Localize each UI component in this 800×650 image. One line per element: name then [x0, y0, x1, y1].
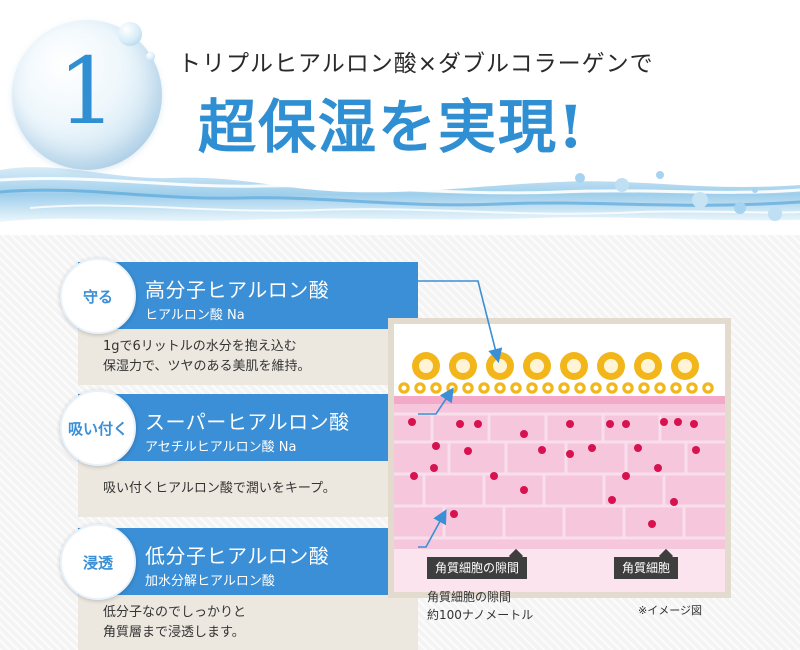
number-bubble: 1 [12, 20, 162, 170]
droplet-decoration [118, 22, 142, 46]
low-molecule-dots [408, 418, 700, 528]
feature-description-line: 1gで6リットルの水分を抱え込む [103, 339, 297, 354]
feature-subtitle: 加水分解ヒアルロン酸 [145, 574, 275, 589]
large-molecule-row [412, 352, 699, 380]
feature-description-line: 低分子なのでしっかりと [103, 605, 247, 620]
section-number: 1 [57, 38, 117, 145]
feature-badge-label: 守る [82, 287, 113, 306]
droplet-decoration [146, 52, 155, 61]
header: 1 トリプルヒアルロン酸×ダブルコラーゲンで 超保湿を実現! [0, 0, 800, 235]
header-subtitle: トリプルヒアルロン酸×ダブルコラーゲンで [178, 51, 654, 77]
gap-note-line: 角質細胞の隙間 [427, 590, 512, 604]
header-headline: 超保湿を実現! [198, 93, 586, 161]
feature-description: 1gで6リットルの水分を抱え込む 保湿力で、ツヤのある美肌を維持。 [78, 329, 418, 385]
gap-label: 角質細胞の隙間 [427, 557, 528, 579]
feature-badge-label: 浸透 [82, 553, 113, 572]
skin-layer-illustration [394, 324, 725, 592]
gap-size-note: 角質細胞の隙間 約100ナノメートル [427, 588, 533, 624]
feature-description-line: 保湿力で、ツヤのある美肌を維持。 [103, 359, 311, 374]
feature-subtitle: ヒアルロン酸 Na [145, 308, 245, 323]
feature-title: スーパーヒアルロン酸 [145, 410, 350, 434]
image-disclaimer: ※イメージ図 [638, 604, 702, 617]
feature-subtitle: アセチルヒアルロン酸 Na [145, 440, 297, 455]
feature-badge: 吸い付く [60, 390, 136, 466]
skin-layer-diagram [388, 318, 731, 598]
water-splash-illustration [0, 167, 800, 222]
feature-badge: 守る [60, 258, 136, 334]
gap-note-line: 約100ナノメートル [427, 608, 534, 622]
feature-description-line: 吸い付くヒアルロン酸で潤いをキープ。 [103, 481, 336, 496]
feature-description: 低分子なのでしっかりと 角質層まで浸透します。 [78, 595, 418, 650]
feature-description-line: 角質層まで浸透します。 [103, 625, 245, 640]
feature-badge: 浸透 [60, 524, 136, 600]
cell-label: 角質細胞 [614, 557, 679, 579]
feature-title: 低分子ヒアルロン酸 [145, 544, 330, 568]
feature-description: 吸い付くヒアルロン酸で潤いをキープ。 [78, 461, 418, 517]
feature-badge-label: 吸い付く [67, 419, 128, 438]
feature-title: 高分子ヒアルロン酸 [145, 278, 330, 302]
